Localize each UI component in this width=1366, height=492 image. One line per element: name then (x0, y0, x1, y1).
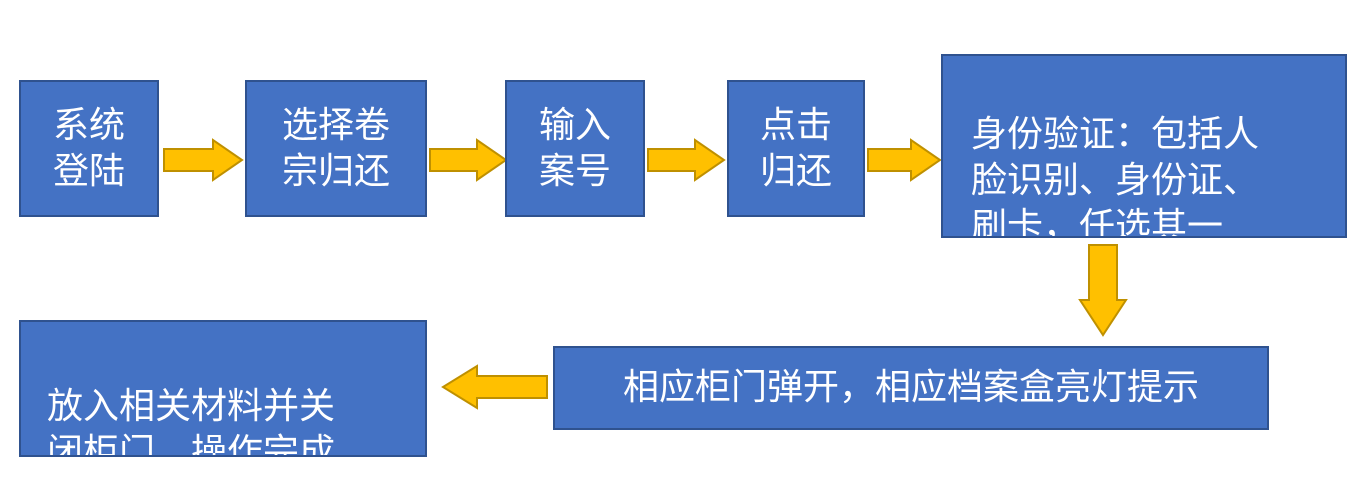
step-select-return: 选择卷 宗归还 (245, 80, 427, 217)
step-place-materials-close-label: 放入相关材料并关 闭柜门，操作完成 (47, 386, 336, 457)
arrow-right-icon (429, 138, 508, 182)
step-enter-case-number: 输入 案号 (505, 80, 645, 217)
step-cabinet-door-opens: 相应柜门弹开，相应档案盒亮灯提示 (553, 346, 1269, 430)
step-identity-verification: 身份验证：包括人 脸识别、身份证、 刷卡，任选其一 (941, 54, 1347, 238)
step-select-return-label: 选择卷 宗归还 (281, 104, 390, 192)
arrow-right-icon (867, 138, 942, 182)
arrow-down-icon (1078, 244, 1128, 337)
step-cabinet-door-opens-label: 相应柜门弹开，相应档案盒亮灯提示 (622, 367, 1199, 408)
arrow-right-icon (647, 138, 726, 182)
arrow-right-icon (163, 138, 244, 182)
step-identity-verification-label: 身份验证：包括人 脸识别、身份证、 刷卡，任选其一 (971, 114, 1260, 238)
step-login: 系统 登陆 (19, 80, 159, 217)
step-enter-case-number-label: 输入 案号 (538, 104, 611, 192)
step-click-return: 点击 归还 (727, 80, 865, 217)
step-login-label: 系统 登陆 (52, 104, 125, 192)
arrow-left-icon (441, 364, 548, 410)
step-click-return-label: 点击 归还 (759, 104, 832, 192)
step-place-materials-close: 放入相关材料并关 闭柜门，操作完成 (19, 320, 427, 457)
